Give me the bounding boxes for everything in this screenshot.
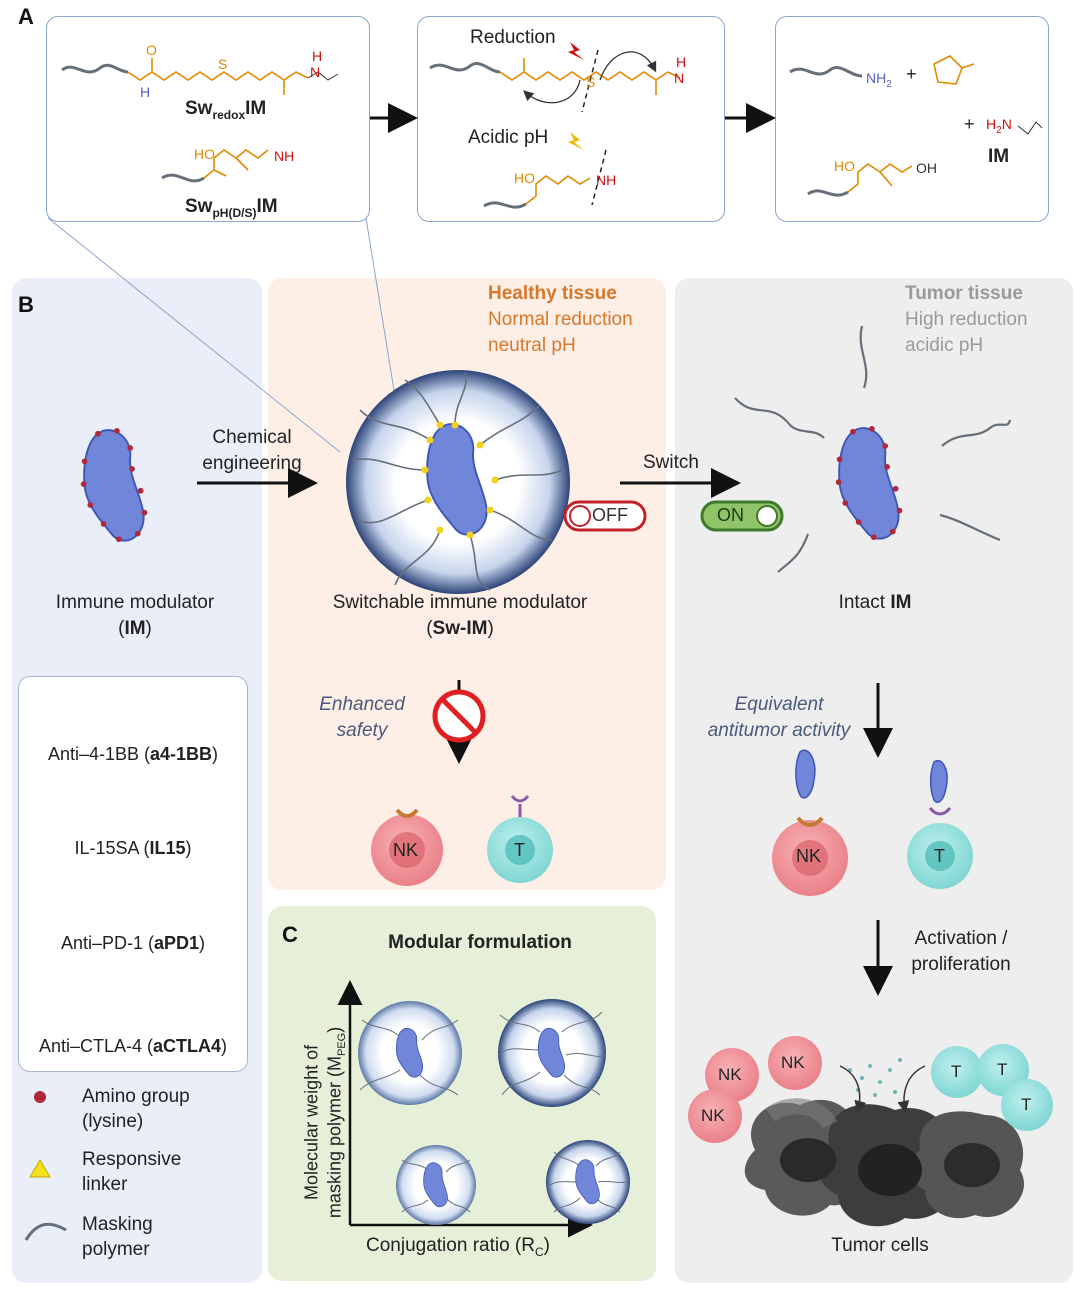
attack-nk-cell-2 bbox=[768, 1036, 822, 1090]
panel-c-letter: C bbox=[282, 922, 298, 947]
tumor-t-label: T bbox=[934, 846, 945, 866]
attack-nk-cell-1 bbox=[705, 1048, 759, 1102]
formulation-sphere-3 bbox=[396, 1145, 476, 1225]
chem-ho-3: HO bbox=[834, 158, 855, 174]
im-protein bbox=[80, 428, 148, 543]
attack-nk-label-1: NK bbox=[718, 1065, 742, 1084]
legend-apd1: Anti–PD-1 (aPD1) bbox=[60, 933, 206, 953]
attack-nk-label-3: NK bbox=[701, 1106, 725, 1125]
panel-c-xlabel: Conjugation ratio (RC) bbox=[366, 1235, 550, 1259]
reduction-label: Reduction bbox=[470, 27, 556, 48]
chem-nh-1: NH bbox=[274, 148, 295, 164]
chem-h-3: H bbox=[676, 54, 687, 70]
im-label-a: IM bbox=[988, 146, 1010, 167]
formulation-sphere-2 bbox=[497, 999, 607, 1107]
attack-t-label-3: T bbox=[1021, 1095, 1032, 1114]
healthy-nk-label: NK bbox=[393, 840, 419, 860]
panel-a-box-1 bbox=[46, 16, 370, 222]
responsive-linker-icon bbox=[29, 1159, 51, 1178]
key-amino-group: Amino group(lysine) bbox=[82, 1086, 190, 1132]
formulation-sphere-1 bbox=[358, 1001, 462, 1105]
antibody-legend-box bbox=[18, 676, 248, 1072]
plus-2: + bbox=[964, 114, 975, 134]
equivalent-activity-label: Equivalent antitumor activity bbox=[707, 694, 851, 741]
chem-o-1: O bbox=[146, 42, 157, 58]
panel-c-ylabel: Molecular weight of masking polymer (MPE… bbox=[301, 1026, 348, 1219]
nh2-label: NH2 bbox=[866, 70, 892, 90]
enhanced-safety-label: Enhanced safety bbox=[319, 694, 405, 741]
chemical-engineering-label: Chemical engineering bbox=[202, 427, 302, 474]
amino-group-icon bbox=[34, 1091, 46, 1103]
panel-a-letter: A bbox=[18, 4, 34, 29]
legend-il15: IL-15SA (IL15) bbox=[74, 838, 192, 858]
chem-s-2: S bbox=[586, 74, 596, 90]
intact-im-protein bbox=[835, 426, 903, 541]
attack-nk-cell-3 bbox=[688, 1089, 742, 1143]
modular-formulation-title: Modular formulation bbox=[388, 932, 572, 953]
tumor-cells-cluster bbox=[744, 1098, 1024, 1227]
attack-t-cell-1 bbox=[931, 1046, 983, 1098]
tumor-tissue-header: Tumor tissue High reduction acidic pH bbox=[905, 283, 1028, 356]
intact-im-caption: Intact IM bbox=[838, 592, 912, 613]
on-label: ON bbox=[717, 505, 744, 525]
chem-n-1: N bbox=[310, 64, 321, 80]
panel-b-letter: B bbox=[18, 292, 34, 317]
chem-ho-1: HO bbox=[194, 146, 215, 162]
h2n-label: H2N bbox=[986, 116, 1012, 136]
chem-n-2: N bbox=[674, 70, 685, 86]
sw-redox-im-label: SwredoxIM bbox=[185, 98, 267, 122]
chem-oh: OH bbox=[916, 160, 937, 176]
immune-modulator-caption: Immune modulator (IM) bbox=[55, 592, 215, 639]
tumor-nk-label: NK bbox=[796, 846, 822, 866]
attack-t-cell-3 bbox=[1001, 1079, 1053, 1131]
healthy-t-label: T bbox=[514, 840, 525, 860]
healthy-tissue-header: Healthy tissue Normal reduction neutral … bbox=[488, 283, 633, 356]
tumor-cells-label: Tumor cells bbox=[831, 1235, 929, 1256]
panel-a-box-3 bbox=[775, 16, 1049, 222]
chem-ho-2: HO bbox=[514, 170, 535, 186]
attack-t-label-2: T bbox=[997, 1060, 1008, 1079]
formulation-sphere-4 bbox=[546, 1140, 630, 1224]
switchable-caption: Switchable immune modulator (Sw-IM) bbox=[332, 592, 588, 639]
chem-nh-2: NH bbox=[596, 172, 617, 188]
off-label: OFF bbox=[592, 505, 628, 525]
activation-label: Activation / proliferation bbox=[911, 928, 1011, 975]
attack-t-label-1: T bbox=[951, 1062, 962, 1081]
legend-actla4: Anti–CTLA-4 (aCTLA4) bbox=[38, 1036, 228, 1056]
plus-1: + bbox=[906, 64, 917, 84]
chem-s-1: S bbox=[218, 56, 228, 72]
attack-nk-label-2: NK bbox=[781, 1053, 805, 1072]
acidic-ph-label: Acidic pH bbox=[468, 127, 549, 148]
chem-h-1: H bbox=[140, 84, 151, 100]
panel-a-box-2 bbox=[417, 16, 725, 222]
switch-label: Switch bbox=[643, 452, 699, 473]
masking-polymer-icon bbox=[24, 1222, 67, 1241]
legend-a4-1bb: Anti–4-1BB (a4-1BB) bbox=[47, 744, 219, 764]
sw-ph-im-label: SwpH(D/S)IM bbox=[185, 196, 278, 220]
chem-h-2: H bbox=[312, 48, 323, 64]
